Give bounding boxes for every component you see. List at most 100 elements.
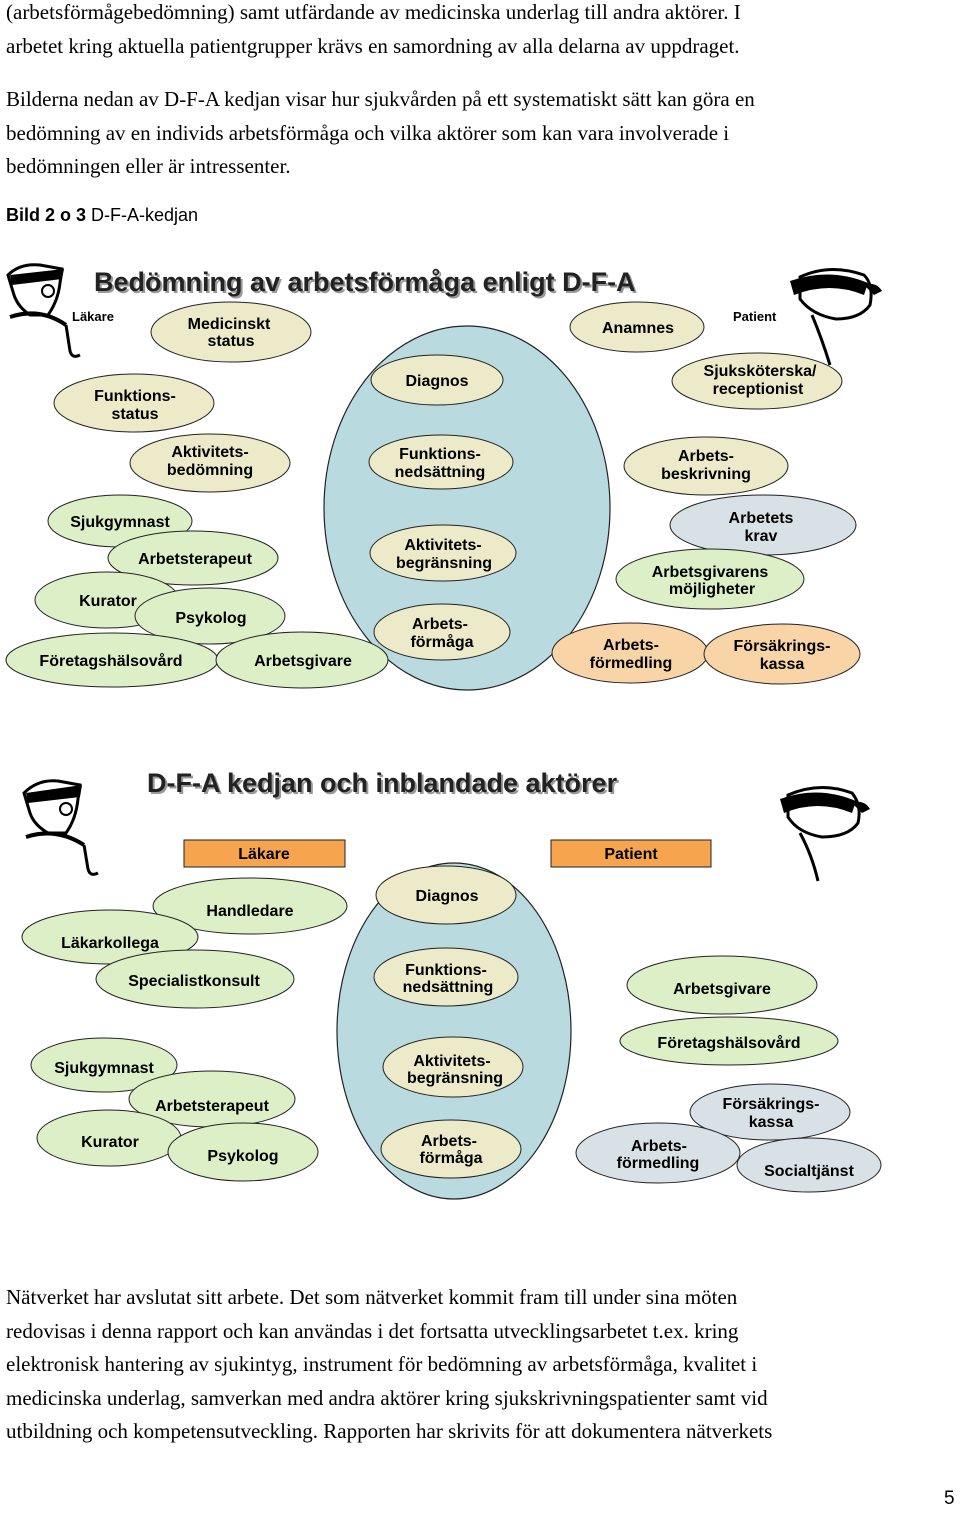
node-arbetets-krav: Arbetets krav [669, 494, 857, 556]
node-aktivitetsbedomning: Aktivitets- bedömning [129, 433, 291, 493]
node-anamnes: Anamnes [569, 301, 705, 353]
svg-text:förmåga: förmåga [419, 1149, 482, 1167]
svg-text:Patient: Patient [604, 846, 658, 863]
node-arbetsgivarens-mojligheter: Arbetsgivarens möjligheter [615, 548, 805, 610]
svg-text:begränsning: begränsning [396, 555, 492, 572]
svg-text:Diagnos: Diagnos [415, 888, 478, 905]
svg-text:Specialistkonsult: Specialistkonsult [128, 973, 260, 990]
svg-text:Arbets-: Arbets- [603, 637, 659, 654]
svg-text:Arbetsgivarens: Arbetsgivarens [652, 564, 769, 581]
svg-text:Arbetsgivare: Arbetsgivare [673, 981, 771, 998]
svg-text:Sjukgymnast: Sjukgymnast [54, 1060, 154, 1077]
patient-icon [790, 267, 882, 366]
caption-text: D-F-A-kedjan [86, 205, 199, 225]
svg-text:Företagshälsovård: Företagshälsovård [657, 1034, 800, 1052]
node-arbetsbeskrivning: Arbets- beskrivning [623, 436, 789, 496]
node-sjukgymnast: Sjukgymnast [30, 1037, 178, 1093]
svg-text:Kurator: Kurator [81, 1134, 139, 1151]
svg-text:förmåga: förmåga [410, 633, 473, 651]
text-line: bedömning av en individs arbetsförmåga o… [6, 120, 730, 145]
diagram-title-shadow: D-F-A kedjan och inblandade aktörer [149, 770, 620, 800]
doctor-icon [22, 779, 99, 876]
node-psykolog: Psykolog [134, 587, 286, 645]
svg-text:nedsättning: nedsättning [403, 979, 494, 996]
svg-text:Försäkrings-: Försäkrings- [723, 1096, 820, 1113]
svg-text:Läkare: Läkare [238, 846, 290, 863]
central-chain-ellipse [336, 862, 572, 1200]
svg-text:beskrivning: beskrivning [661, 466, 751, 483]
svg-text:nedsättning: nedsättning [395, 464, 486, 481]
svg-text:Anamnes: Anamnes [602, 320, 674, 337]
node-handledare: Handledare [152, 877, 348, 935]
caption-bold: Bild 2 o 3 [6, 205, 87, 225]
svg-text:Aktivitets-: Aktivitets- [404, 537, 481, 554]
node-arbetsgivare: Arbetsgivare [215, 631, 389, 689]
svg-text:status: status [207, 333, 254, 350]
node-socialtjanst: Socialtjänst [736, 1137, 882, 1193]
svg-text:kassa: kassa [760, 656, 805, 673]
svg-text:Kurator: Kurator [79, 593, 137, 610]
svg-text:Socialtjänst: Socialtjänst [764, 1163, 854, 1180]
text-line: Nätverket har avslutat sitt arbete. Det … [6, 1285, 738, 1309]
node-aktivitetsbegransning: Aktivitets- begränsning [369, 524, 517, 582]
svg-text:Sjukgymnast: Sjukgymnast [70, 514, 170, 531]
svg-text:Aktivitets-: Aktivitets- [413, 1053, 490, 1070]
patient-label: Patient [733, 309, 777, 324]
node-arbetsformaga: Arbets- förmåga [373, 603, 511, 661]
node-aktivitetsbegransning: Aktivitets- begränsning [382, 1036, 524, 1098]
dfa-intro-paragraph: Bilderna nedan av D-F-A kedjan visar hur… [6, 83, 946, 184]
svg-text:Arbets-: Arbets- [412, 616, 468, 633]
svg-text:Arbets-: Arbets- [421, 1133, 477, 1150]
node-diagnos: Diagnos [375, 865, 517, 925]
node-funktionsstatus: Funktions- status [53, 373, 215, 433]
svg-text:Försäkrings-: Försäkrings- [734, 638, 831, 655]
node-foretagshalsovard: Företagshälsovård [619, 1016, 839, 1066]
svg-text:möjligheter: möjligheter [669, 581, 755, 598]
text-line: redovisas i denna rapport och kan använd… [6, 1318, 739, 1343]
text-line: elektronisk hantering av sjukintyg, inst… [6, 1352, 758, 1376]
text-line: (arbetsförmågebedömning) samt utfärdande… [6, 0, 741, 24]
diagram-dfa-actors: D-F-A kedjan och inblandade aktörer D-F-… [21, 768, 882, 1200]
svg-text:Arbets-: Arbets- [631, 1138, 687, 1155]
svg-text:Arbetsterapeut: Arbetsterapeut [138, 551, 252, 568]
svg-text:receptionist: receptionist [713, 381, 804, 398]
node-sjukskoterska: Sjuksköterska/ receptionist [671, 352, 843, 410]
node-arbetsgivare: Arbetsgivare [626, 955, 818, 1015]
text-line: arbetet kring aktuella patientgrupper kr… [6, 33, 740, 58]
svg-text:Medicinskt: Medicinskt [188, 316, 271, 333]
svg-text:Psykolog: Psykolog [207, 1148, 278, 1165]
svg-text:förmedling: förmedling [590, 655, 673, 672]
text-line: utbildning och kompetensutveckling. Rapp… [6, 1419, 773, 1443]
node-specialistkonsult: Specialistkonsult [95, 949, 295, 1009]
svg-text:bedömning: bedömning [167, 462, 253, 479]
closing-paragraph: Nätverket har avslutat sitt arbete. Det … [6, 1281, 946, 1449]
svg-text:Funktions-: Funktions- [405, 962, 487, 979]
node-funktionsnedsattning: Funktions- nedsättning [373, 947, 519, 1007]
patient-icon [780, 785, 870, 882]
node-forsakringskassa: Försäkrings- kassa [703, 623, 861, 685]
svg-text:Psykolog: Psykolog [175, 610, 246, 627]
page-number: 5 [944, 1488, 955, 1509]
svg-text:Handledare: Handledare [206, 903, 293, 920]
node-kurator: Kurator [36, 1109, 182, 1167]
svg-text:Arbetets: Arbetets [729, 510, 794, 527]
svg-text:Aktivitets-: Aktivitets- [171, 444, 248, 461]
svg-text:Diagnos: Diagnos [405, 373, 468, 390]
diagram-title: D-F-A kedjan och inblandade aktörer [147, 768, 618, 798]
svg-text:Funktions-: Funktions- [94, 388, 176, 405]
doctor-label: Läkare [72, 309, 114, 324]
patient-box: Patient [550, 839, 712, 868]
diagram-title: Bedömning av arbetsförmåga enligt D-F-A [94, 267, 636, 297]
svg-text:förmedling: förmedling [617, 1155, 700, 1172]
node-arbetsformaga: Arbets- förmåga [380, 1119, 522, 1179]
svg-text:Arbetsterapeut: Arbetsterapeut [155, 1098, 269, 1115]
node-lakarkollega: Läkarkollega [21, 909, 199, 965]
node-medicinskt-status: Medicinskt status [150, 301, 312, 363]
diagram-title-shadow: Bedömning av arbetsförmåga enligt D-F-A [96, 269, 638, 299]
node-arbetsterapeut: Arbetsterapeut [128, 1070, 296, 1128]
svg-text:krav: krav [745, 528, 778, 545]
svg-text:begränsning: begränsning [407, 1070, 503, 1087]
intro-paragraph: (arbetsförmågebedömning) samt utfärdande… [6, 0, 946, 63]
node-arbetsterapeut: Arbetsterapeut [107, 530, 279, 586]
svg-text:Läkarkollega: Läkarkollega [61, 935, 159, 952]
